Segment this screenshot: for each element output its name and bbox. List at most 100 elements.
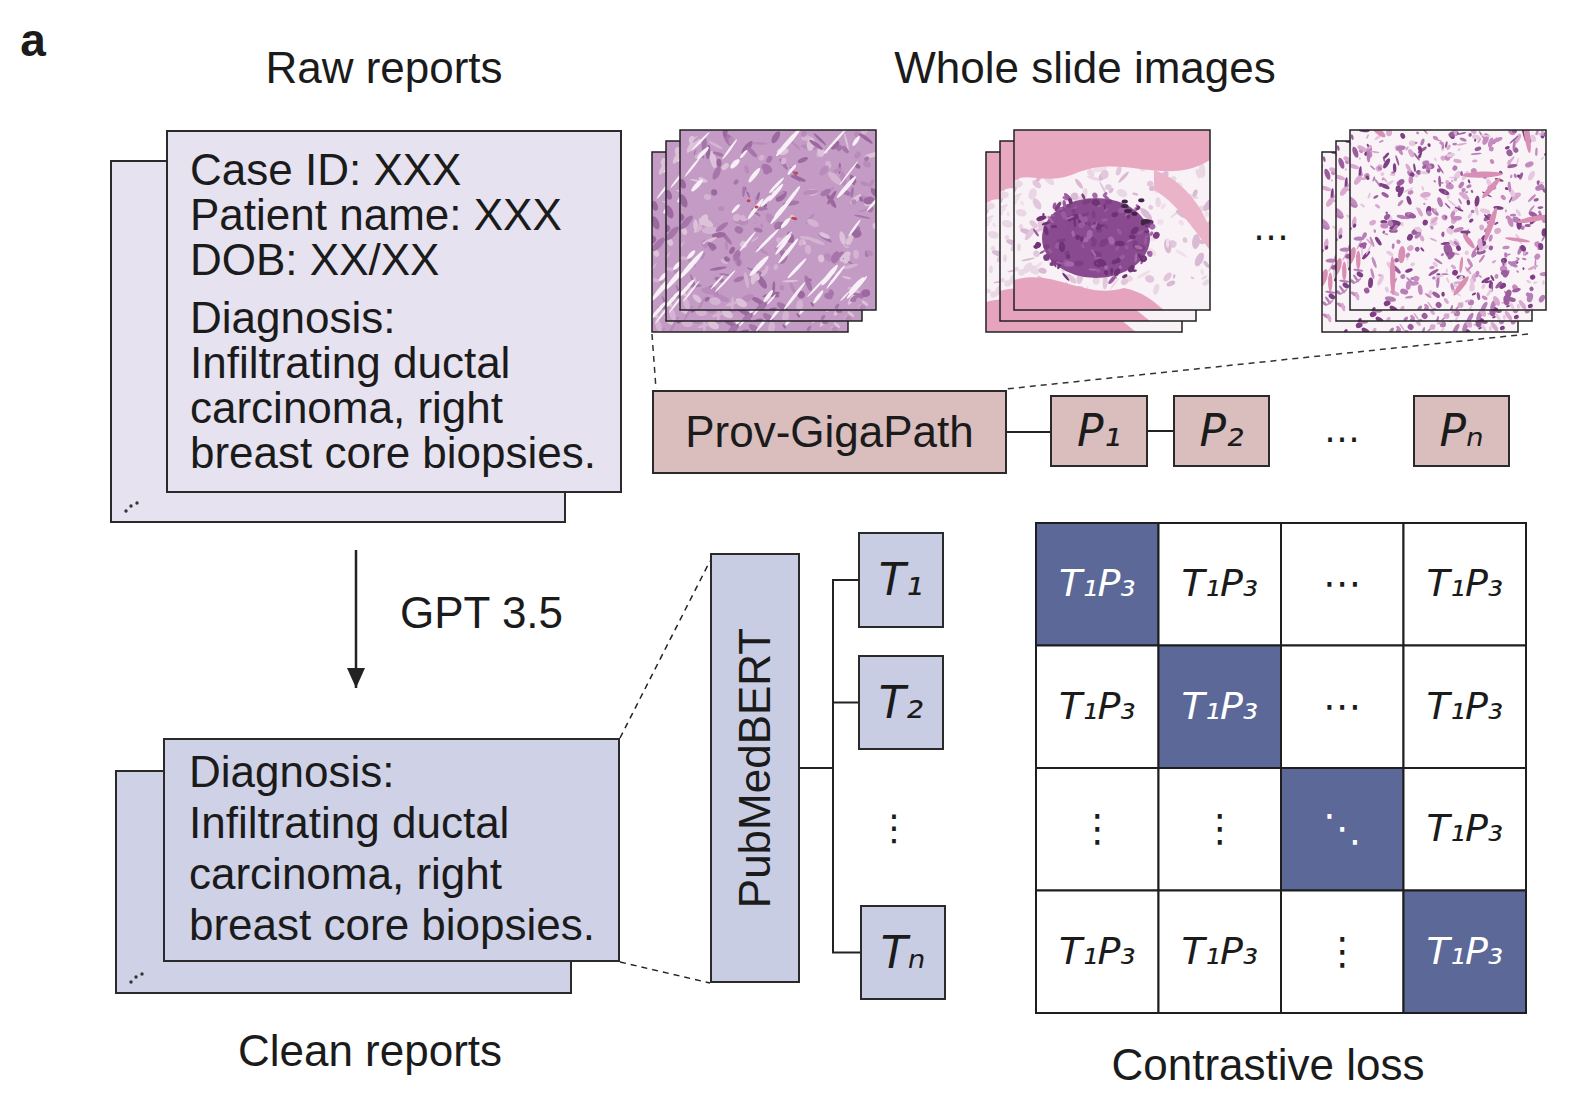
matrix-cell	[1036, 768, 1159, 891]
report-text: DOB: XX/XX	[190, 237, 614, 282]
table-cell: T₁P₃	[1181, 562, 1258, 606]
dot	[129, 980, 132, 983]
dot	[134, 975, 137, 978]
zoom-line	[1006, 334, 1528, 389]
matrix-cell	[1036, 646, 1159, 769]
table-cell: T₁P₃	[1426, 807, 1503, 851]
slide-clip-group	[1350, 130, 1546, 310]
zoom-line	[652, 334, 656, 389]
section-heading: Raw reports	[110, 43, 658, 94]
report-sheet: Diagnosis:Infiltrating ductal carcinoma,…	[163, 738, 620, 962]
embedding-symbol: P₁	[1077, 406, 1121, 457]
slide-image	[1346, 117, 1551, 314]
edge-label: GPT 3.5	[400, 588, 563, 639]
encoder-box: PubMedBERT	[710, 553, 800, 983]
embedding-box: Pₙ	[1413, 395, 1510, 467]
slide-stack	[1318, 117, 1551, 336]
report-text: Patient name: XXX	[190, 192, 614, 237]
table-cell: T₁P₃	[1181, 685, 1258, 729]
ellipsis: …	[1324, 409, 1360, 450]
matrix-cell	[1281, 646, 1404, 769]
table-cell: T₁P₃	[1059, 562, 1136, 606]
panel-letter: a	[20, 14, 46, 67]
ellipsis: ⋮	[876, 807, 912, 848]
table-cell: ⋮	[1323, 930, 1361, 974]
embedding-box: T₁	[858, 532, 944, 628]
matrix-cell	[1036, 523, 1159, 646]
tissue-image	[680, 130, 876, 310]
zoom-connector	[620, 561, 710, 983]
tissue-image	[1014, 130, 1210, 310]
table-cell: T₁P₃	[1181, 930, 1258, 974]
report-text: Diagnosis:	[190, 295, 614, 340]
matrix-cell	[1281, 891, 1404, 1014]
slide-clip-group	[680, 130, 876, 310]
matrix-cell	[1281, 768, 1404, 891]
connector	[800, 703, 858, 769]
table-cell: ⋮	[1201, 807, 1239, 851]
report-sheet: Case ID: XXXPatient name: XXXDOB: XX/XX D…	[166, 130, 622, 493]
dot	[124, 509, 127, 512]
embedding-box: P₁	[1050, 395, 1148, 467]
matrix-cell	[1404, 768, 1527, 891]
matrix-cell	[1404, 523, 1527, 646]
table-cell: T₁P₃	[1426, 685, 1503, 729]
clean-report-stack: Diagnosis:Infiltrating ductal carcinoma,…	[115, 738, 620, 994]
embedding-box: Tₙ	[860, 905, 946, 1000]
table-cell: T₁P₃	[1059, 930, 1136, 974]
raw-report-stack: Case ID: XXXPatient name: XXXDOB: XX/XX D…	[110, 130, 622, 523]
table-cell: ⋮	[1078, 807, 1116, 851]
matrix-cell	[1159, 646, 1282, 769]
slide-image	[675, 122, 882, 318]
slide-border	[1014, 130, 1210, 310]
dot	[135, 501, 138, 504]
slide-stack	[647, 122, 882, 340]
report-text: Infiltrating ductal carcinoma, right bre…	[190, 340, 614, 475]
table-cell: ⋯	[1323, 562, 1361, 606]
embedding-symbol: P₂	[1199, 406, 1243, 457]
section-heading: Clean reports	[115, 1026, 625, 1077]
slide-clip-group	[1014, 130, 1210, 310]
report-text: Case ID: XXX	[190, 147, 614, 192]
embedding-box: T₂	[858, 655, 944, 750]
encoder-name: Prov-GigaPath	[685, 407, 974, 458]
dot	[129, 504, 132, 507]
matrix-cell	[1036, 891, 1159, 1014]
encoder-box: Prov-GigaPath	[652, 390, 1007, 474]
matrix-cell	[1404, 646, 1527, 769]
matrix-cell	[1404, 891, 1527, 1014]
matrix-cell	[1159, 891, 1282, 1014]
matrix-cell	[1159, 768, 1282, 891]
slide-image	[1010, 130, 1216, 310]
table-cell: T₁P₃	[1426, 930, 1503, 974]
slide-border	[680, 130, 876, 310]
table-cell: T₁P₃	[1059, 685, 1136, 729]
report-text: Diagnosis:	[189, 746, 612, 797]
ellipsis: …	[1253, 207, 1289, 248]
embedding-symbol: Tₙ	[881, 927, 925, 978]
more-sheets-dots	[122, 496, 146, 516]
embedding-symbol: T₂	[879, 677, 924, 728]
matrix-cell	[1281, 523, 1404, 646]
slide-border	[1350, 130, 1546, 310]
more-sheets-dots	[127, 967, 151, 987]
table-cell: ⋯	[1323, 685, 1361, 729]
report-text: Infiltrating ductal carcinoma, right bre…	[189, 797, 612, 950]
slide-stack	[982, 130, 1216, 332]
matrix-cell	[1159, 523, 1282, 646]
connector	[1148, 430, 1173, 432]
connector	[355, 550, 358, 688]
encoder-name: PubMedBERT	[730, 628, 781, 908]
similarity-matrix	[1036, 523, 1526, 1013]
embedding-symbol: Pₙ	[1439, 406, 1483, 457]
embedding-symbol: T₁	[879, 555, 924, 606]
connector	[1007, 431, 1050, 433]
dot	[140, 972, 143, 975]
section-heading: Whole slide images	[894, 43, 1276, 94]
connector	[800, 768, 860, 953]
table-cell: T₁P₃	[1426, 562, 1503, 606]
embedding-box: P₂	[1173, 395, 1270, 467]
tissue-image	[1350, 130, 1546, 310]
connector	[800, 580, 858, 768]
